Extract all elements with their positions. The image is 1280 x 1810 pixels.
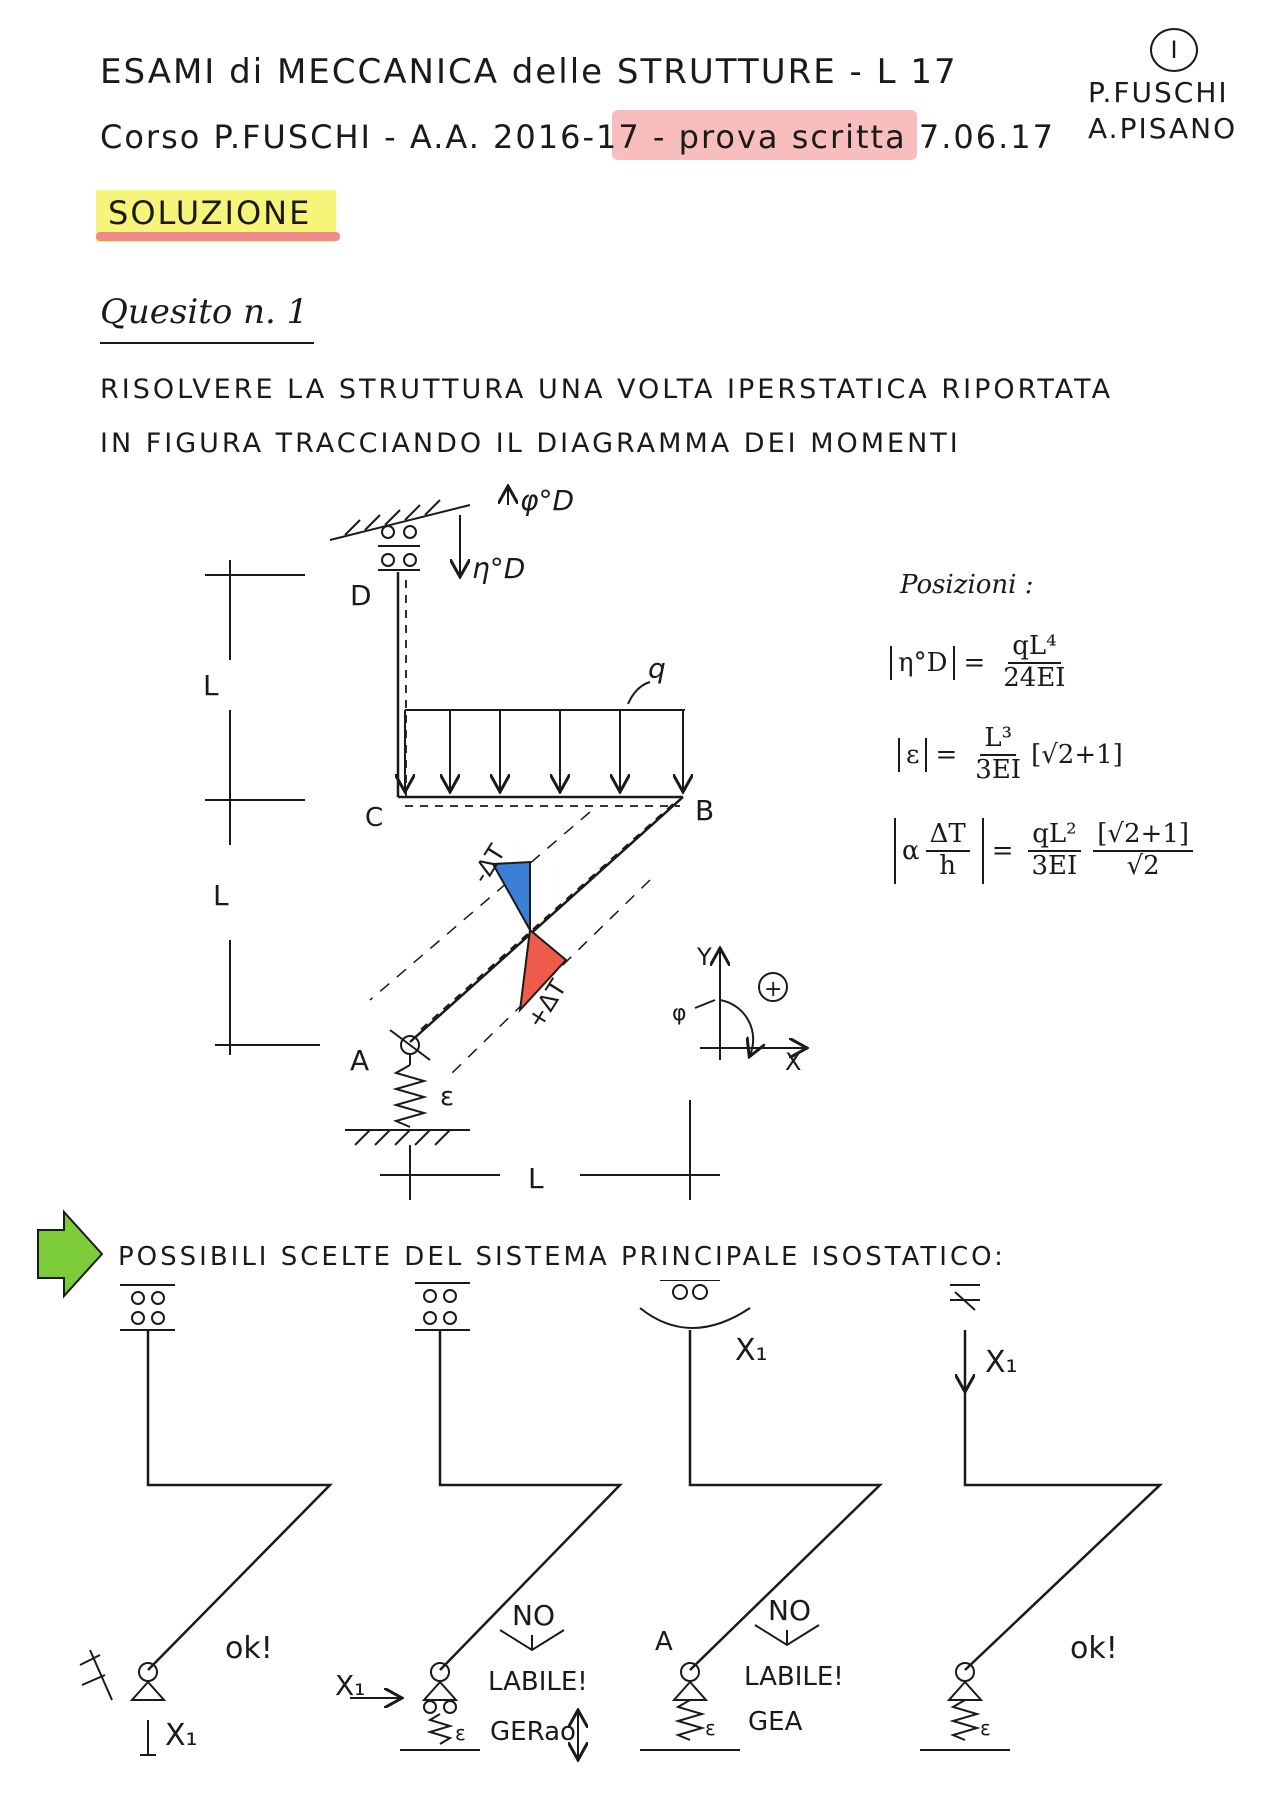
- formula-factor-numerator: [√2+1]: [1093, 819, 1194, 852]
- point-label-d: D: [350, 579, 372, 612]
- question-statement: IN FIGURA TRACCIANDO IL DIAGRAMMA DEI MO…: [100, 428, 961, 459]
- labile-label: LABILE!: [488, 1667, 588, 1697]
- author-name: A.PISANO: [1088, 112, 1238, 145]
- frame: [396, 572, 684, 1043]
- axis-label-phi: φ: [672, 1001, 687, 1026]
- sign-convention: +: [764, 977, 782, 1002]
- no-label: NO: [512, 1599, 555, 1632]
- labile-label: LABILE!: [744, 1662, 844, 1692]
- formula-eta: η°D = qL⁴ 24EI: [890, 631, 1076, 694]
- support-a-spring: [345, 1029, 470, 1146]
- displacement-arrows: [460, 488, 508, 575]
- dimension-label: L: [528, 1162, 544, 1195]
- unknown-label: X₁: [335, 1669, 365, 1702]
- load-label: q: [648, 652, 666, 685]
- axis-label-y: Y: [696, 943, 712, 971]
- ok-label: ok!: [225, 1631, 273, 1666]
- formula-alpha: α: [902, 835, 920, 866]
- formula-numerator: qL⁴: [1008, 631, 1061, 664]
- formula-denominator: 3EI: [1031, 850, 1078, 881]
- date-highlight: [612, 110, 917, 160]
- formula-numerator: qL²: [1028, 819, 1081, 852]
- question-underline: [100, 342, 314, 344]
- no-label: NO: [768, 1594, 811, 1627]
- thermal-triangle-positive: [518, 928, 568, 1013]
- author-name: P.FUSCHI: [1088, 76, 1229, 109]
- formula-denominator: 3EI: [975, 754, 1022, 785]
- labile-reason: GERao: [490, 1717, 576, 1747]
- point-label-c: C: [365, 803, 383, 833]
- top-supports: [120, 1280, 980, 1390]
- axes-icon: [694, 950, 805, 1060]
- spring-label: ε: [705, 1716, 716, 1740]
- distributed-load: [405, 681, 685, 790]
- arrow-icon: [37, 1209, 104, 1299]
- settlement-label: η°D: [472, 552, 525, 585]
- positions-title: Posizioni :: [900, 570, 1034, 600]
- header-course: Corso P.FUSCHI - A.A. 2016-17 - prova sc…: [100, 118, 1056, 156]
- solution-label: SOLUZIONE: [108, 194, 312, 232]
- formula-numerator: ΔT: [925, 819, 970, 852]
- unknown-label: X₁: [165, 1718, 198, 1753]
- frames: [146, 1330, 1164, 1671]
- unknown-label: X₁: [735, 1333, 768, 1368]
- sheet-number-badge: I: [1150, 28, 1198, 72]
- formula-epsilon: ε = L³ 3EI [√2+1]: [898, 723, 1123, 786]
- choices-title: POSSIBILI SCELTE DEL SISTEMA PRINCIPALE …: [118, 1242, 1006, 1272]
- ok-label: ok!: [1070, 1631, 1118, 1666]
- formula-numerator: L³: [980, 723, 1017, 756]
- principal-systems: X₁ X₁ X₁ X₁ ok! ok! NO NO LABILE! LABILE…: [79, 1280, 1164, 1810]
- formula-lhs: η°D: [890, 645, 956, 680]
- support-d: [329, 499, 471, 571]
- header-title: ESAMI di MECCANICA delle STRUTTURE - L 1…: [100, 52, 958, 92]
- unknown-label: X₁: [985, 1345, 1018, 1380]
- solution-underline: [96, 232, 340, 241]
- formula-factor: [√2+1]: [1031, 739, 1123, 770]
- axis-label-x: X: [785, 1048, 801, 1076]
- formula-denominator: 24EI: [1003, 662, 1066, 693]
- formula-thermal: α ΔT h = qL² 3EI [√2+1] √2: [894, 818, 1199, 884]
- formula-denominator: h: [939, 850, 956, 881]
- spring-label: ε: [455, 1721, 466, 1745]
- question-title: Quesito n. 1: [100, 292, 309, 332]
- point-label-a: A: [655, 1627, 673, 1657]
- bottom-supports: [79, 1624, 1010, 1758]
- dimension-label: L: [213, 879, 229, 912]
- spring-label: ε: [980, 1716, 991, 1740]
- question-statement: RISOLVERE LA STRUTTURA UNA VOLTA IPERSTA…: [100, 374, 1114, 405]
- dimension-label: L: [203, 669, 219, 702]
- formula-lhs: ε: [898, 737, 928, 772]
- spring-label: ε: [440, 1082, 454, 1112]
- dimension-lines: [205, 560, 720, 1200]
- formula-factor-denominator: √2: [1126, 850, 1160, 881]
- point-label-b: B: [695, 794, 714, 827]
- rotation-label: φ°D: [520, 484, 574, 517]
- thermal-triangle-negative: [491, 860, 531, 934]
- point-label-a: A: [350, 1044, 369, 1077]
- labile-reason: GEA: [748, 1707, 803, 1737]
